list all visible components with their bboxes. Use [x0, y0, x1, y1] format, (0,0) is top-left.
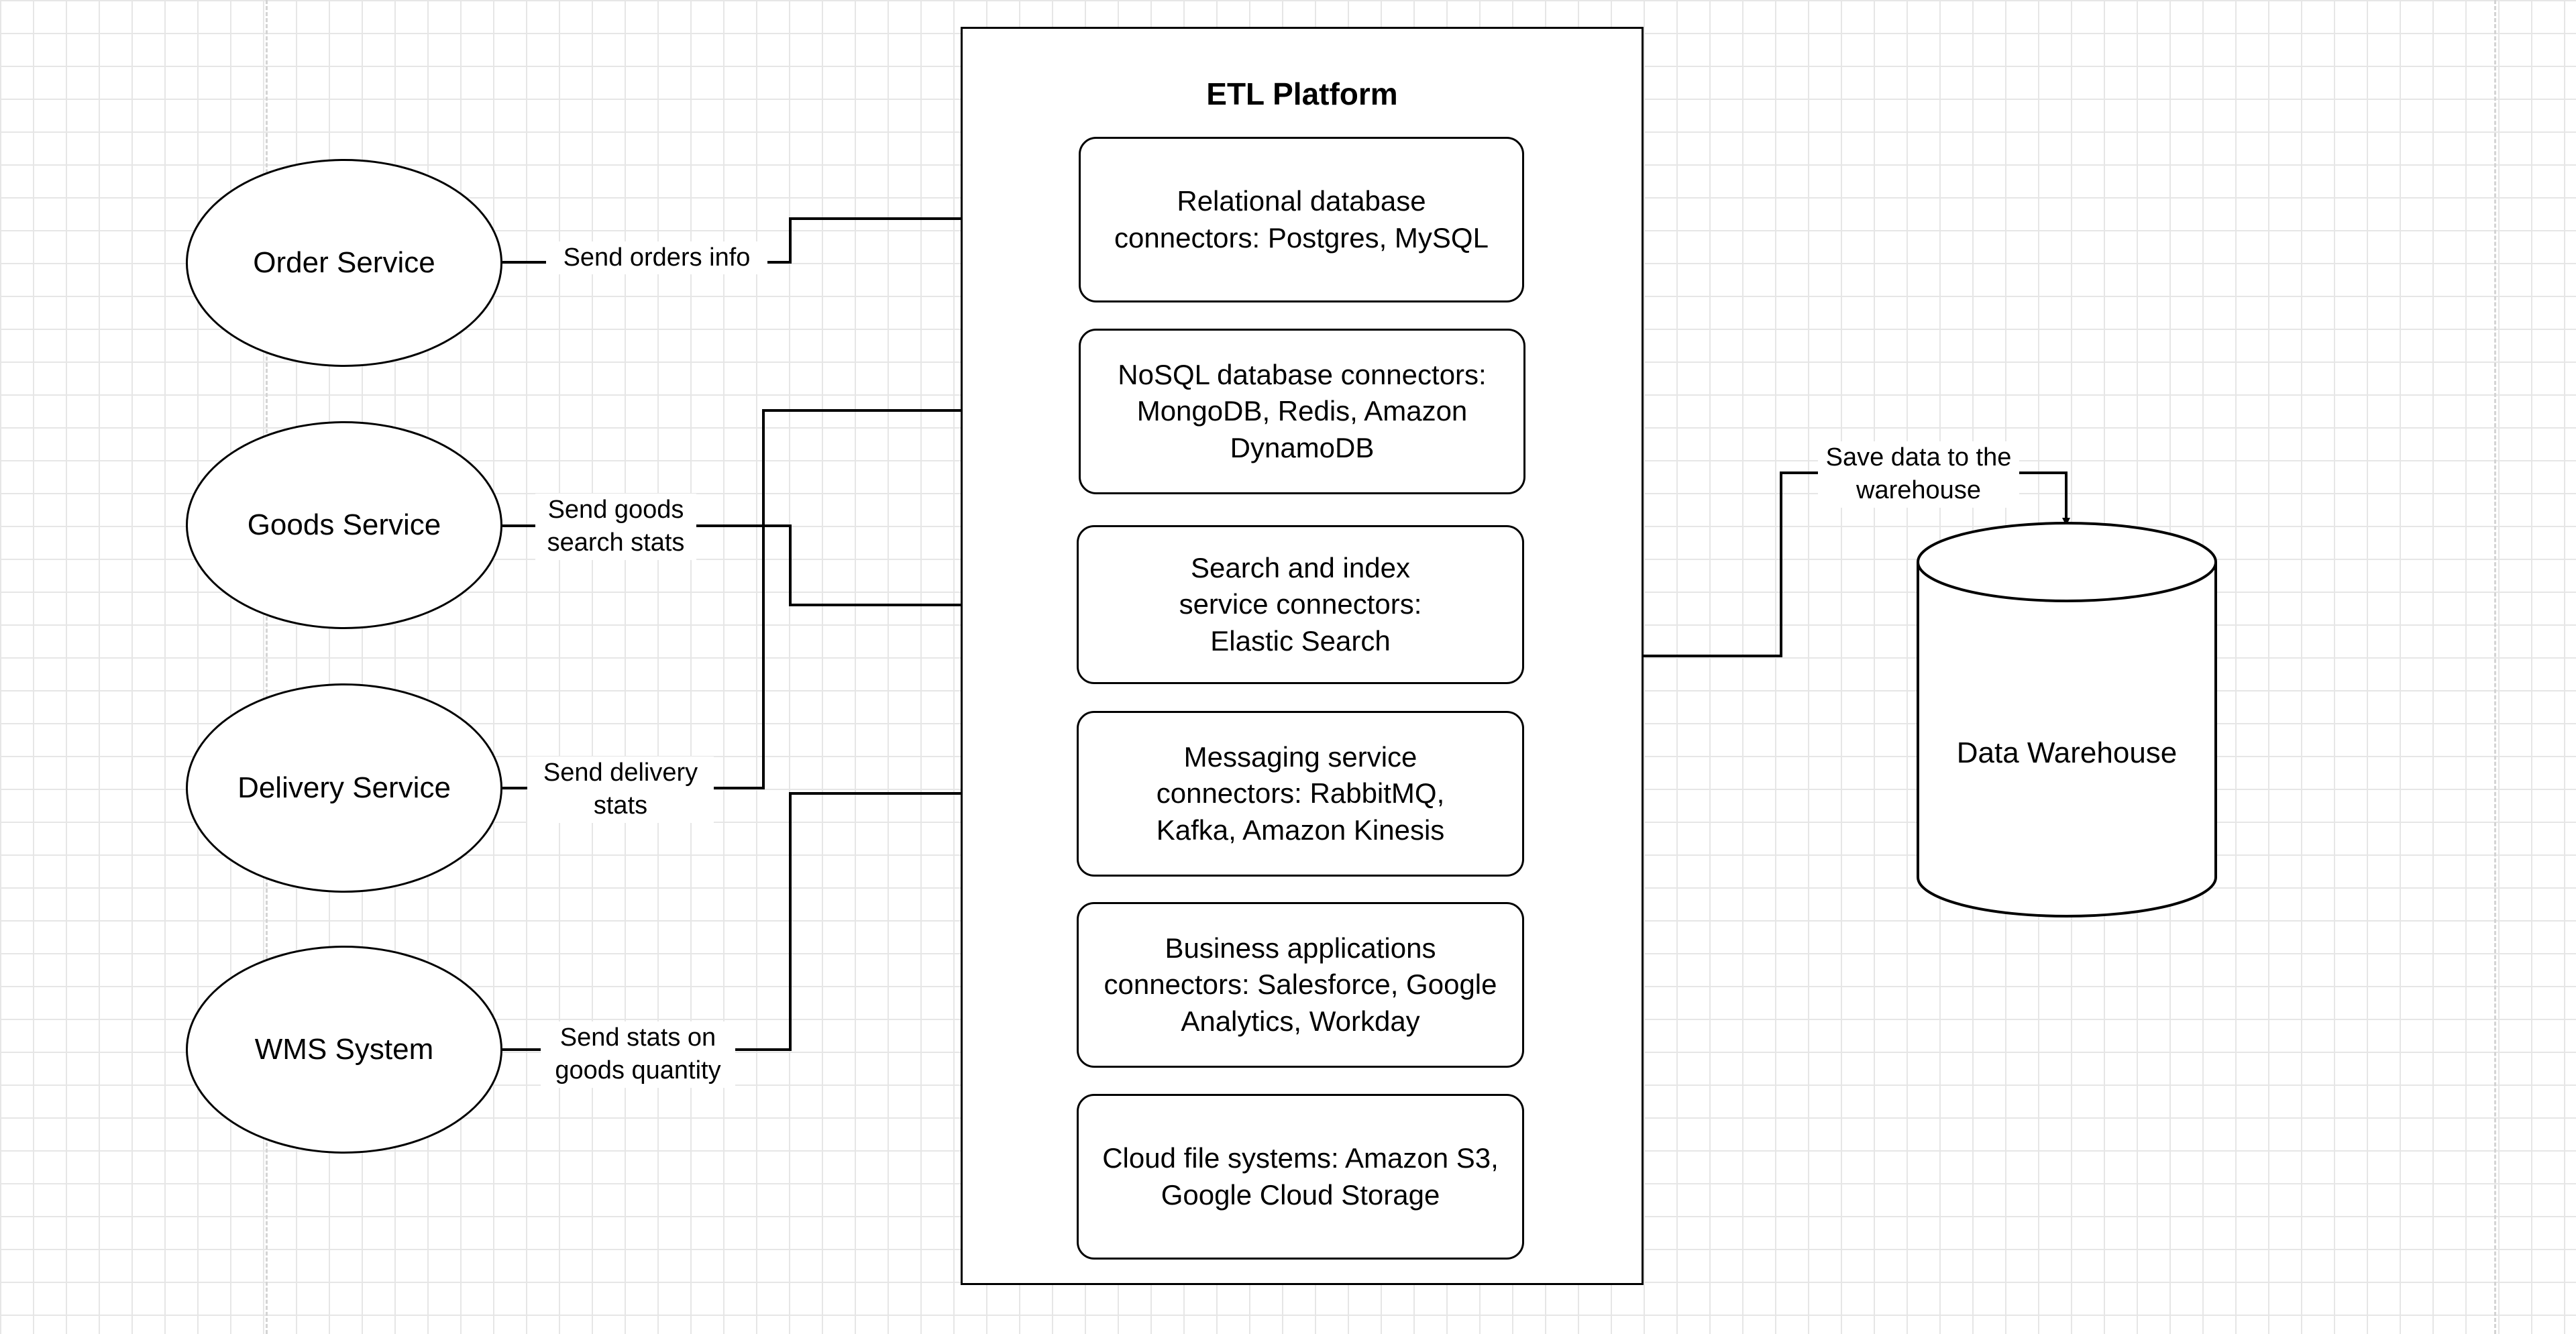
connector-label: Cloud file systems: Amazon S3, Google Cl… [1102, 1142, 1499, 1211]
goods-service-node[interactable]: Goods Service [186, 421, 502, 629]
edge-label-wms: Send stats on goods quantity [541, 1021, 735, 1088]
data-warehouse-cylinder[interactable] [1915, 520, 2218, 920]
edge-label-orders: Send orders info [546, 241, 767, 275]
page-guide-left [266, 0, 268, 1334]
order-service-node[interactable]: Order Service [186, 159, 502, 367]
connector-messaging-service[interactable]: Messaging service connectors: RabbitMQ, … [1077, 711, 1524, 877]
edge-label-goods: Send goods search stats [535, 494, 696, 560]
connector-business-applications[interactable]: Business applications connectors: Salesf… [1077, 902, 1524, 1068]
data-warehouse-label: Data Warehouse [1956, 736, 2178, 769]
connector-relational-database[interactable]: Relational database connectors: Postgres… [1079, 137, 1524, 302]
connector-cloud-file-systems[interactable]: Cloud file systems: Amazon S3, Google Cl… [1077, 1094, 1524, 1260]
service-label: Goods Service [247, 508, 441, 541]
connector-label: Messaging service connectors: RabbitMQ, … [1156, 740, 1445, 846]
edge-label-warehouse: Save data to the warehouse [1818, 441, 2019, 508]
delivery-service-node[interactable]: Delivery Service [186, 683, 502, 893]
service-label: Delivery Service [237, 771, 451, 804]
edge-platform-to-warehouse[interactable] [1644, 471, 2070, 657]
service-label: Order Service [253, 246, 435, 279]
connector-label: Relational database connectors: Postgres… [1114, 184, 1489, 254]
connector-label: Business applications connectors: Salesf… [1104, 932, 1497, 1037]
connector-search-index[interactable]: Search and index service connectors: Ela… [1077, 525, 1524, 684]
connector-nosql-database[interactable]: NoSQL database connectors: MongoDB, Redi… [1079, 329, 1525, 494]
edge-label-delivery: Send delivery stats [527, 757, 714, 823]
page-guide-right [2494, 0, 2496, 1334]
wms-system-node[interactable]: WMS System [186, 946, 502, 1154]
connector-label: Search and index service connectors: Ela… [1179, 551, 1422, 657]
connector-label: NoSQL database connectors: MongoDB, Redi… [1118, 358, 1487, 463]
etl-platform-title: ETL Platform [1206, 76, 1398, 111]
service-label: WMS System [254, 1033, 434, 1066]
